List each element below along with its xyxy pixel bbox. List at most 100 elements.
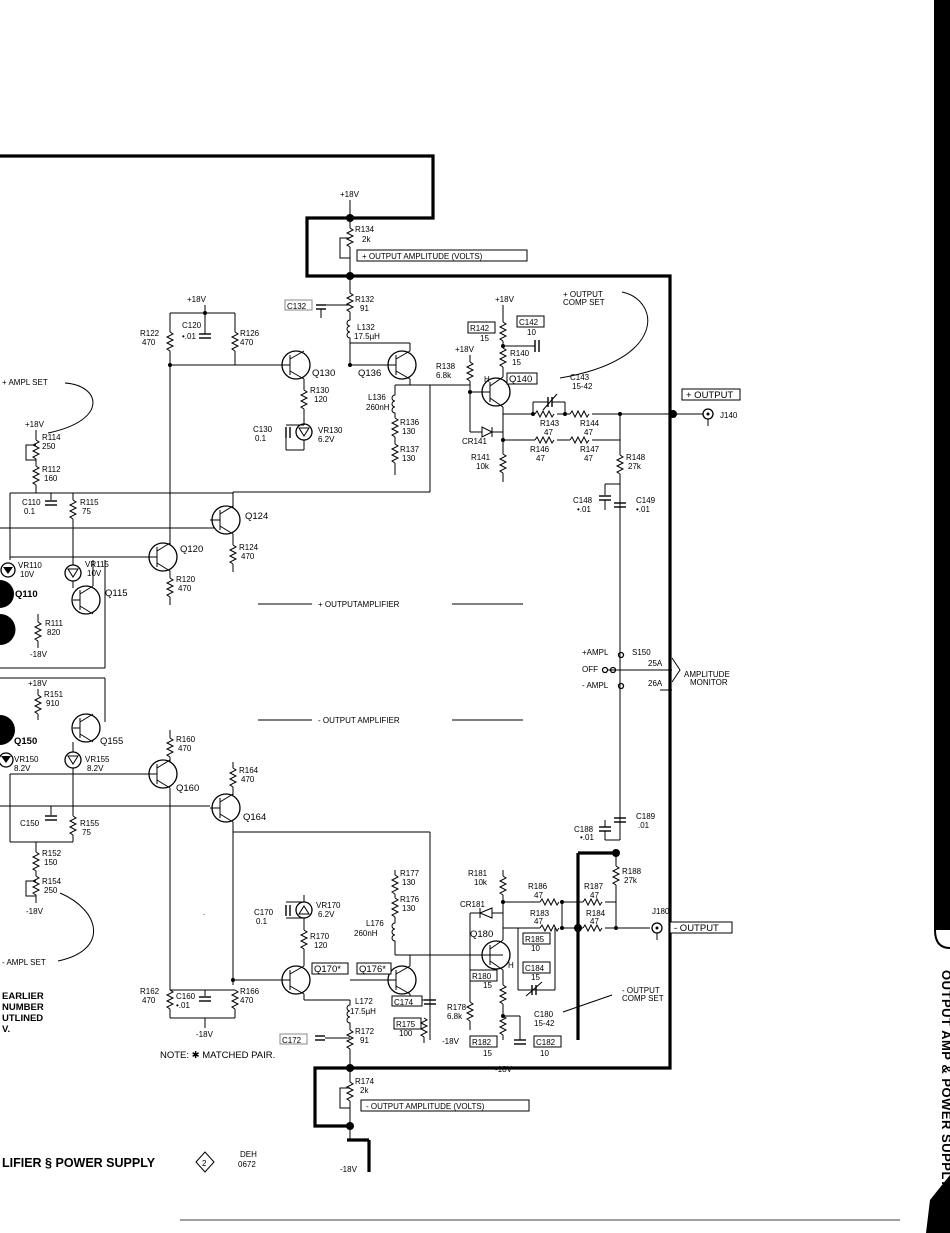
r143-label: R143: [540, 419, 560, 428]
q170-label: Q170*: [314, 964, 341, 975]
deh-label: DEH: [240, 1150, 257, 1159]
r136-value: 130: [402, 427, 416, 436]
plus-18v-c-label: +18V: [455, 345, 475, 354]
r151-label: R151: [44, 690, 64, 699]
minus-ampl-label: - AMPL: [582, 681, 609, 690]
vr110-label: VR110: [18, 561, 42, 570]
minus-output-label: - OUTPUT: [674, 923, 719, 934]
c110-label: C110: [22, 498, 41, 507]
r146-label: R146: [530, 445, 550, 454]
plus-supply-border: [0, 154, 435, 220]
q180-label: Q180: [470, 929, 493, 940]
r185-value: 10: [531, 944, 540, 953]
r186-value: 47: [534, 891, 543, 900]
deh-date: 0672: [238, 1160, 256, 1169]
earlier-label: EARLIER: [2, 991, 44, 1002]
svg-text:H: H: [484, 375, 490, 384]
vr155-label: VR155: [85, 755, 110, 764]
r144-label: R144: [580, 419, 600, 428]
plus-comp-set-label-1: + OUTPUT: [563, 290, 603, 299]
plus-output-box: [681, 388, 741, 401]
r183-label: R183: [530, 909, 550, 918]
r184-value: 47: [590, 917, 599, 926]
c120-value: •.01: [182, 332, 196, 341]
r160-label: R160: [176, 735, 196, 744]
r184-label: R184: [586, 909, 606, 918]
r141-label: R141: [471, 453, 491, 462]
r126-value: 470: [240, 338, 254, 347]
c180-value: 15-42: [534, 1019, 555, 1028]
r175-value: 100: [399, 1029, 413, 1038]
l172-value: 17.5µH: [350, 1007, 376, 1016]
plus-comp-set-label-2: COMP SET: [563, 298, 605, 307]
c184-value: 15: [531, 973, 540, 982]
j180-label: J180: [652, 907, 670, 916]
r166-value: 470: [240, 996, 254, 1005]
c132-label: C132: [287, 302, 307, 311]
r187-label: R187: [584, 882, 604, 891]
r187-value: 47: [590, 891, 599, 900]
r134-label: R134: [355, 225, 375, 234]
r132-label: R132: [355, 295, 375, 304]
svg-text:.: .: [203, 908, 205, 917]
c170-value: 0.1: [256, 917, 268, 926]
j140-label: J140: [720, 411, 738, 420]
r147-label: R147: [580, 445, 600, 454]
r122-label: R122: [140, 329, 160, 338]
r148-value: 27k: [628, 462, 642, 471]
r111-value: 820: [47, 628, 61, 637]
r162-label: R162: [140, 987, 160, 996]
r138-label: R138: [436, 362, 456, 371]
c143-value: 15-42: [572, 382, 593, 391]
q160-label: Q160: [176, 783, 199, 794]
plus-18v-d-label: +18V: [28, 679, 48, 688]
minus-18v-e-label: -18V: [196, 1030, 214, 1039]
r176-value: 130: [402, 904, 416, 913]
vr170-label: VR170: [316, 901, 341, 910]
r134-value: 2k: [362, 235, 371, 244]
r164-value: 470: [241, 775, 255, 784]
r182-value: 15: [483, 1049, 492, 1058]
r182-label: R182: [472, 1038, 492, 1047]
r112-value: 160: [44, 474, 58, 483]
r175-label: R175: [396, 1020, 416, 1029]
plus-ampl-set-label: + AMPL SET: [2, 378, 48, 387]
vr155-value: 8.2V: [87, 764, 104, 773]
q130-label: Q130: [312, 368, 335, 379]
c110-value: 0.1: [24, 507, 36, 516]
q136-label: Q136: [358, 368, 381, 379]
c142-label: C142: [519, 318, 539, 327]
r164-label: R164: [239, 766, 259, 775]
vr115-label: VR115: [85, 560, 109, 569]
r151-value: 910: [46, 699, 60, 708]
r124-value: 470: [241, 552, 255, 561]
r185-label: R185: [525, 935, 545, 944]
minus-18v-b-label: -18V: [26, 907, 44, 916]
number-label: NUMBER: [2, 1002, 44, 1013]
r177-value: 130: [402, 878, 416, 887]
minus-18v-d-label: -18V: [495, 1065, 513, 1074]
c149-label: C149: [636, 496, 656, 505]
r136-label: R136: [400, 418, 420, 427]
c120-label: C120: [182, 321, 202, 330]
svg-text:H: H: [508, 961, 514, 970]
c182-value: 10: [540, 1049, 549, 1058]
amplitude-monitor-label-1: AMPLITUDE: [684, 670, 730, 679]
q110-label: Q110: [15, 589, 38, 600]
r154-value: 250: [44, 886, 58, 895]
c172-label: C172: [282, 1036, 302, 1045]
c160-value: •.01: [176, 1001, 190, 1010]
vr130-label: VR130: [318, 426, 343, 435]
l132-label: L132: [357, 323, 375, 332]
s25a-label: 25A: [648, 659, 663, 668]
r166-label: R166: [240, 987, 260, 996]
footer-title: LIFIER § POWER SUPPLY: [2, 1156, 156, 1170]
r120-label: R120: [176, 575, 196, 584]
r162-value: 470: [142, 996, 156, 1005]
r126-label: R126: [240, 329, 260, 338]
r176-label: R176: [400, 895, 420, 904]
c130-value: 0.1: [255, 434, 267, 443]
r132-value: 91: [360, 304, 369, 313]
r181-value: 10k: [474, 878, 488, 887]
